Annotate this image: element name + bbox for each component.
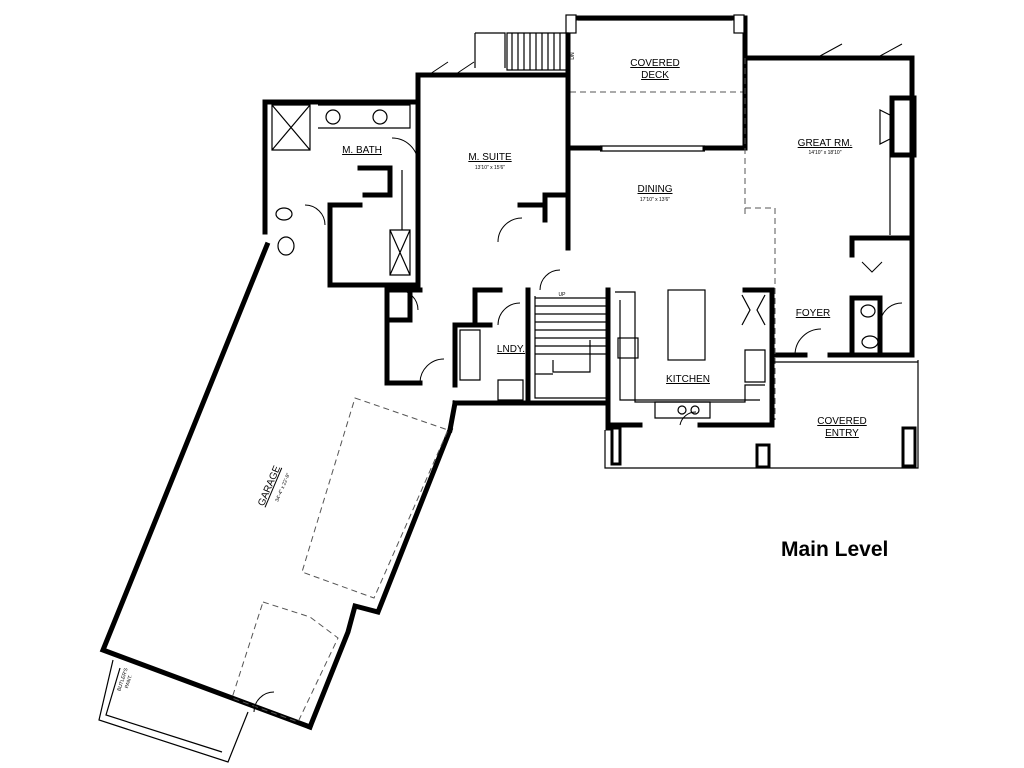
kitchen-label: KITCHEN xyxy=(666,374,710,385)
covered-deck-label-2: DECK xyxy=(641,70,669,81)
exterior-walls xyxy=(262,55,917,431)
stair-up-label: UP xyxy=(559,292,567,298)
dining-kitchen-boundary xyxy=(745,207,776,420)
butlers-pantry-label-2: PANT. xyxy=(124,674,134,689)
covered-entry-label-1: COVERED xyxy=(817,416,866,427)
butlers-pantry xyxy=(98,659,249,763)
deck-stair-dn-label: DN xyxy=(570,52,576,60)
deck-stair xyxy=(474,32,569,71)
dining-label: DINING xyxy=(638,184,673,195)
garage xyxy=(99,241,458,731)
level-title: Main Level xyxy=(781,538,889,561)
covered-entry xyxy=(604,360,919,469)
laundry-label: LNDY. xyxy=(497,344,525,355)
master-bath-label: M. BATH xyxy=(342,145,382,156)
master-suite-label: M. SUITE xyxy=(468,152,512,163)
dining-dimensions: 17'10" x 13'6" xyxy=(640,197,670,203)
fixtures xyxy=(271,104,879,419)
covered-entry-label-2: ENTRY xyxy=(825,428,859,439)
great-room-label: GREAT RM. xyxy=(798,138,853,149)
room-labels: COVERED DECK GREAT RM. 14'10" x 18'10" M… xyxy=(116,52,866,692)
door-swings xyxy=(253,43,903,713)
great-room-dimensions: 14'10" x 18'10" xyxy=(809,150,842,156)
foyer-label: FOYER xyxy=(796,308,830,319)
master-suite-dimensions: 13'10" x 15'6" xyxy=(475,165,505,171)
covered-deck-label-1: COVERED xyxy=(630,58,679,69)
